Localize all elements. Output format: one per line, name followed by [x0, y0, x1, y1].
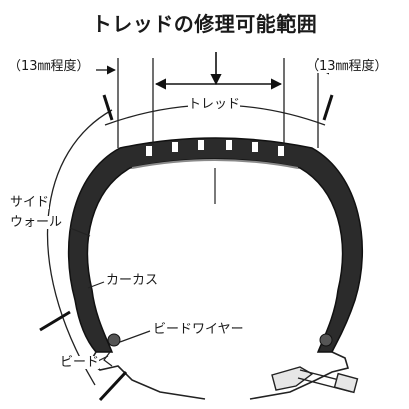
- width-label-right: （13㎜程度）: [306, 59, 388, 74]
- belt-band: [131, 159, 299, 169]
- tread-label: トレッド: [188, 97, 241, 112]
- tire-body: [67, 137, 364, 353]
- bead-label: ビード: [60, 355, 100, 370]
- valve-icon: [271, 366, 359, 394]
- page-title: トレッドの修理可能範囲: [91, 12, 318, 36]
- sidewall-label-1: サイド: [10, 195, 50, 210]
- sidewall-guide-arc: [46, 109, 113, 386]
- bead-wire-right: [319, 333, 333, 347]
- carcass-label: カーカス: [106, 273, 159, 288]
- bead-wire-label: ビードワイヤー: [153, 322, 244, 337]
- sidewall-label-2: ウォール: [10, 215, 63, 230]
- width-label-left: （13㎜程度）: [8, 59, 90, 74]
- rim-right: [249, 351, 350, 400]
- bead-wire-left: [107, 333, 121, 347]
- belt-label: ベルト: [196, 207, 236, 222]
- tread-grooves: [146, 140, 284, 156]
